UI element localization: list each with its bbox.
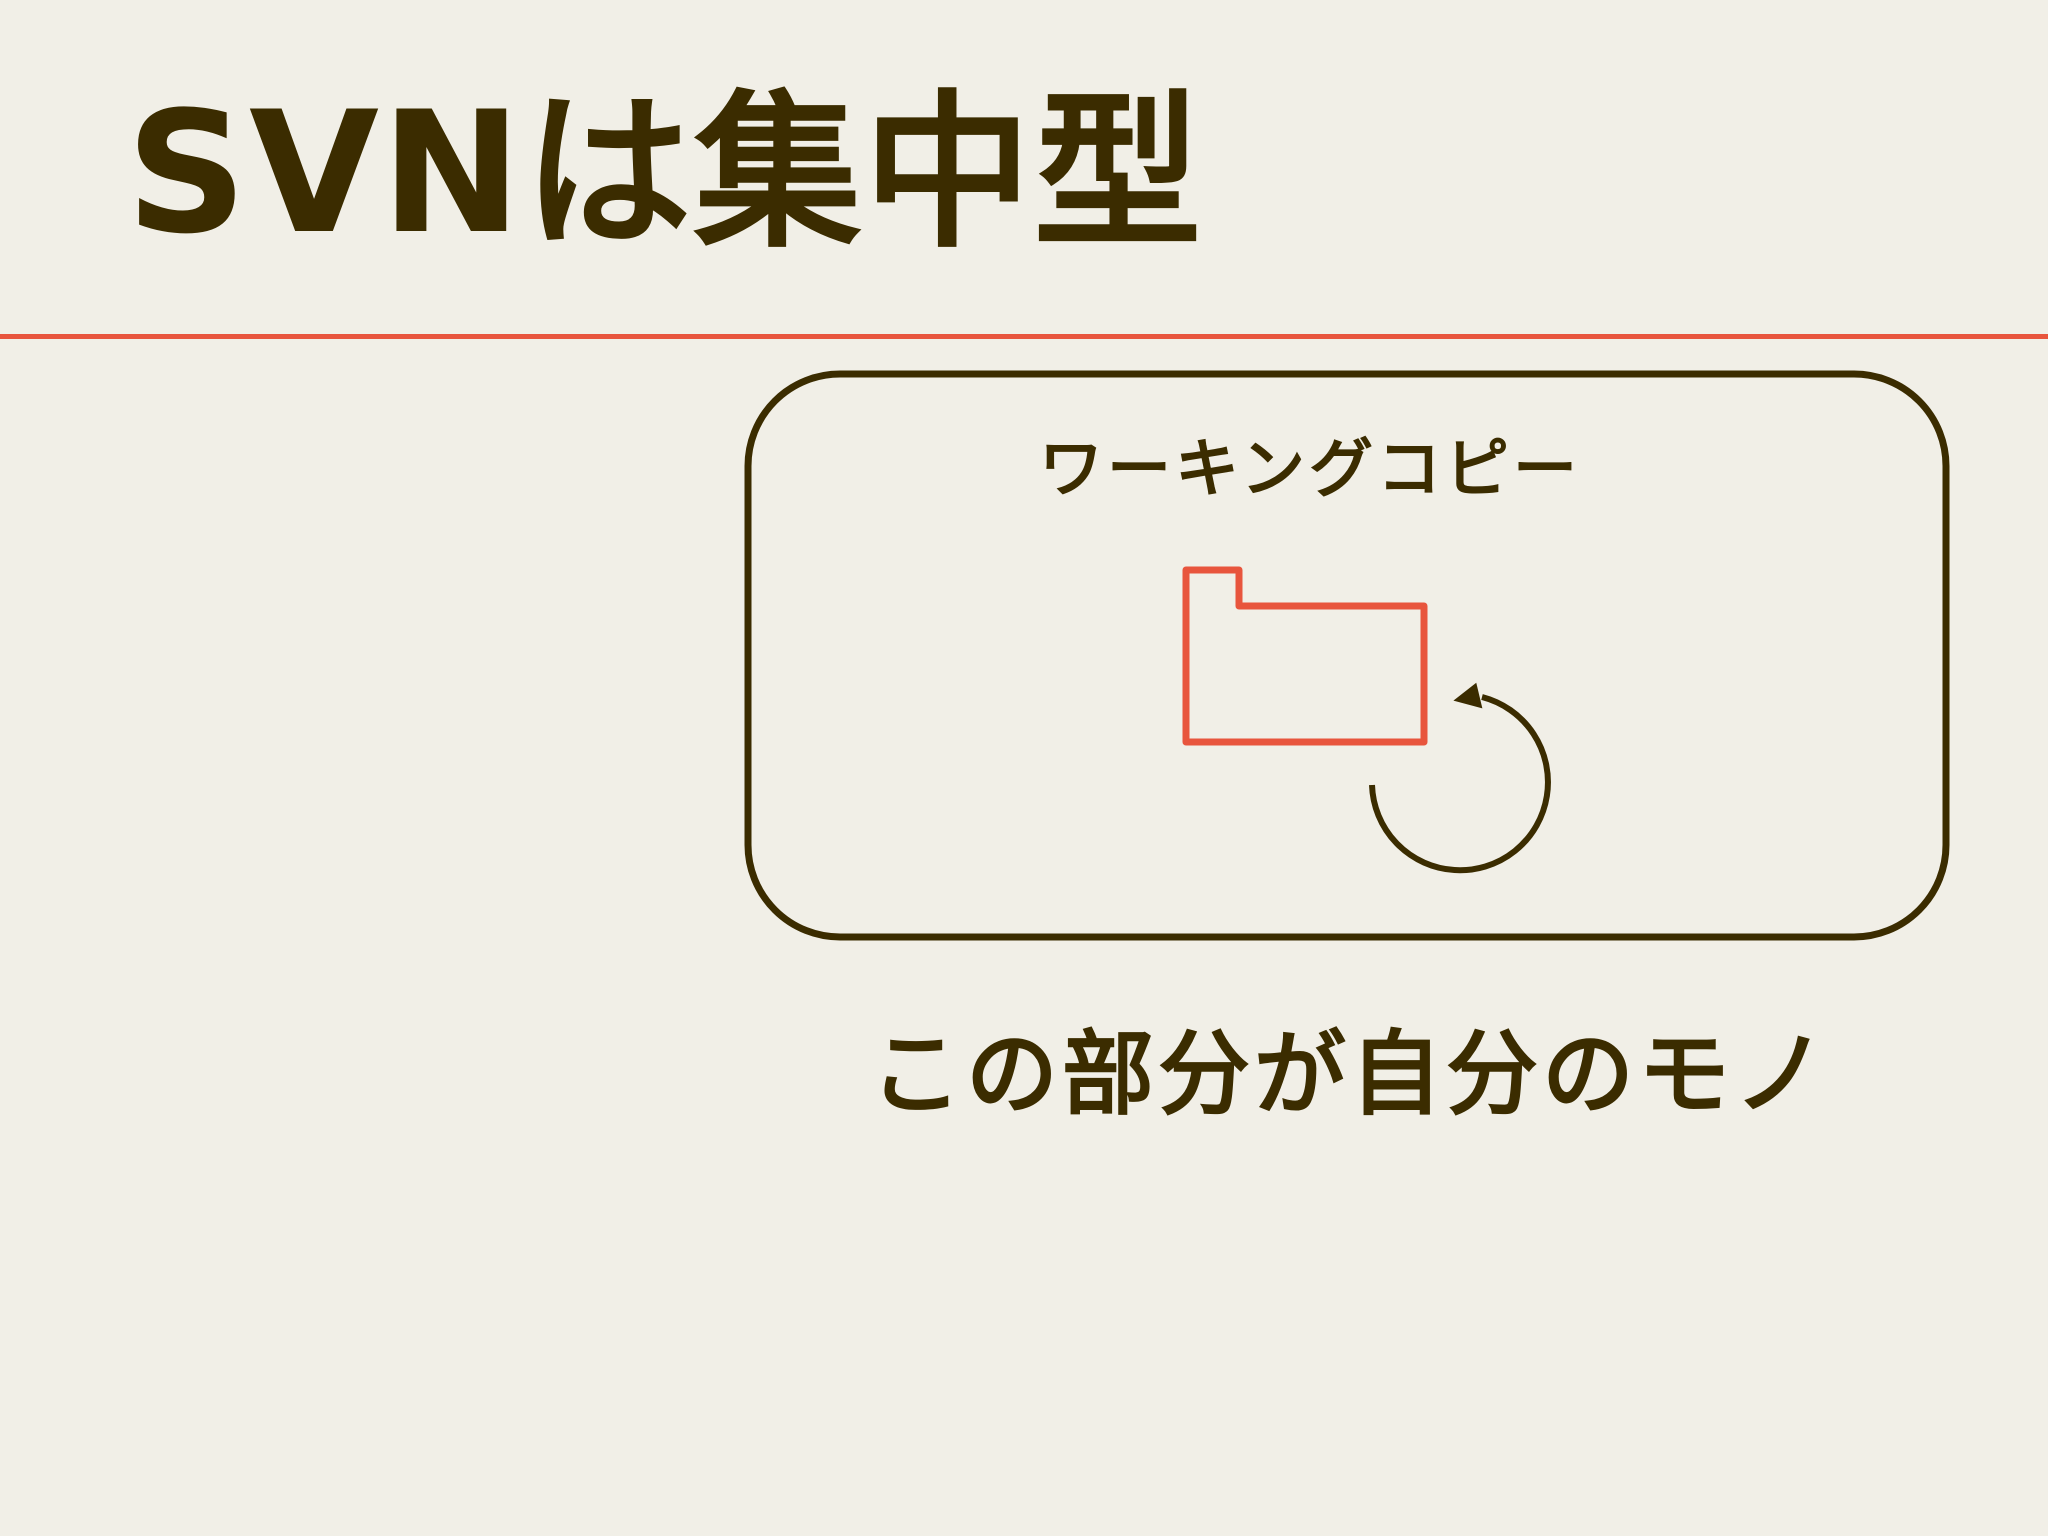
caption: この部分が自分のモノ	[869, 1021, 1830, 1128]
circular-arrow-icon	[1369, 682, 1551, 874]
title-divider	[0, 334, 2048, 339]
folder-icon	[1182, 566, 1428, 746]
working-copy-label: ワーキングコピー	[1038, 433, 1582, 507]
slide-title: SVNは集中型	[126, 75, 1204, 271]
working-copy-box	[744, 370, 1950, 941]
